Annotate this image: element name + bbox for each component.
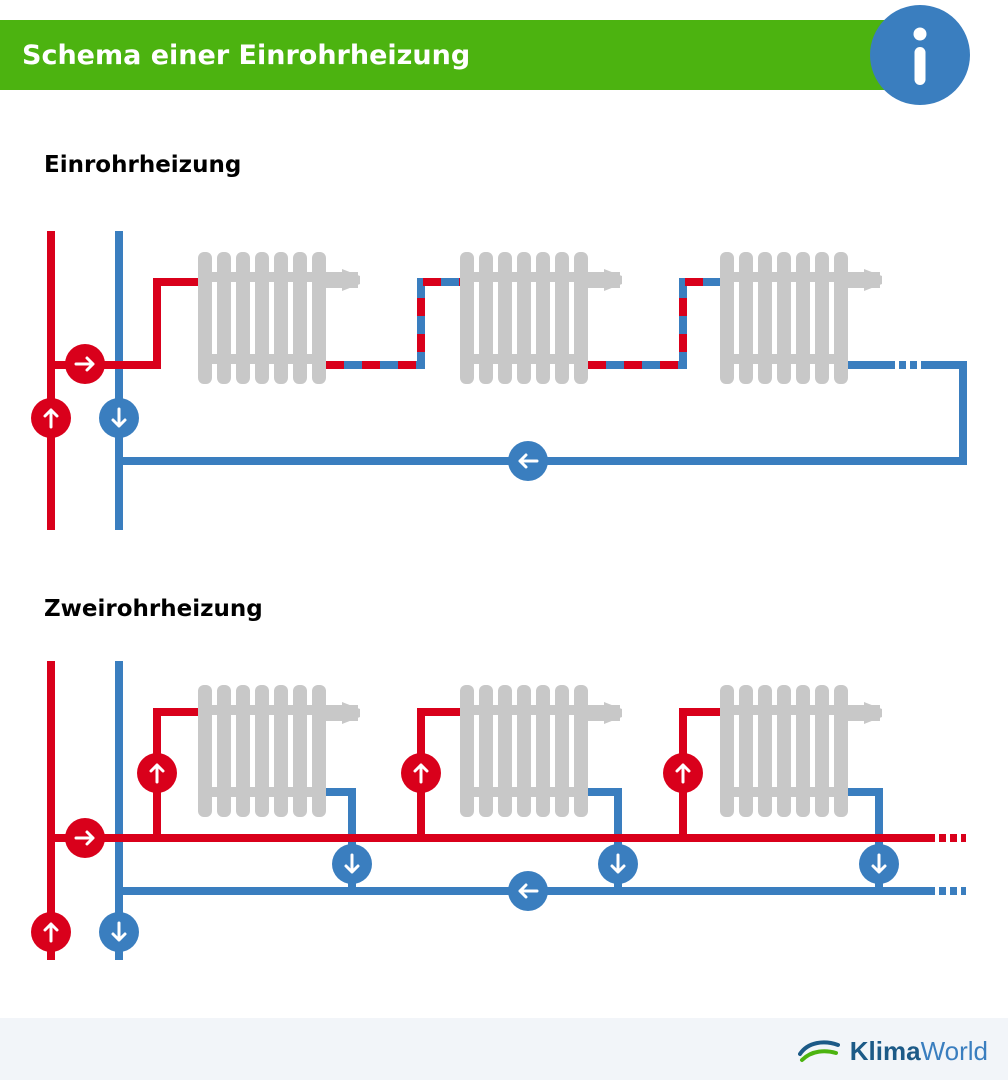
mixed-pipe-1 <box>326 278 460 369</box>
section-title-einrohr: Einrohrheizung <box>44 152 242 178</box>
page-title: Schema einer Einrohrheizung <box>22 40 471 71</box>
arrow-down-icon <box>857 842 901 886</box>
arrow-right-icon <box>63 342 107 386</box>
brand-name: KlimaWorld <box>850 1034 988 1068</box>
radiator-icon <box>720 685 882 817</box>
arrow-down-icon <box>330 842 374 886</box>
info-icon <box>870 5 970 105</box>
arrow-up-icon <box>135 751 179 795</box>
arrow-down-icon <box>97 396 141 440</box>
brand-name-part1: Klima <box>849 1036 921 1066</box>
arrow-up-icon <box>29 910 73 954</box>
footer <box>0 1018 1008 1080</box>
arrow-up-icon <box>661 751 705 795</box>
arrow-down-icon <box>596 842 640 886</box>
mixed-pipe-2 <box>588 278 720 369</box>
arrow-right-icon <box>63 816 107 860</box>
brand-logo-icon <box>798 1040 840 1062</box>
section-title-zweirohr: Zweirohrheizung <box>44 596 263 622</box>
arrow-up-icon <box>399 751 443 795</box>
arrow-left-icon <box>506 439 550 483</box>
arrow-left-icon <box>506 869 550 913</box>
radiator-icon <box>198 685 360 817</box>
arrow-up-icon <box>29 396 73 440</box>
header-bar <box>0 20 920 90</box>
arrow-down-icon <box>97 910 141 954</box>
radiator-icon <box>460 685 622 817</box>
brand-name-part2: World <box>920 1036 988 1066</box>
